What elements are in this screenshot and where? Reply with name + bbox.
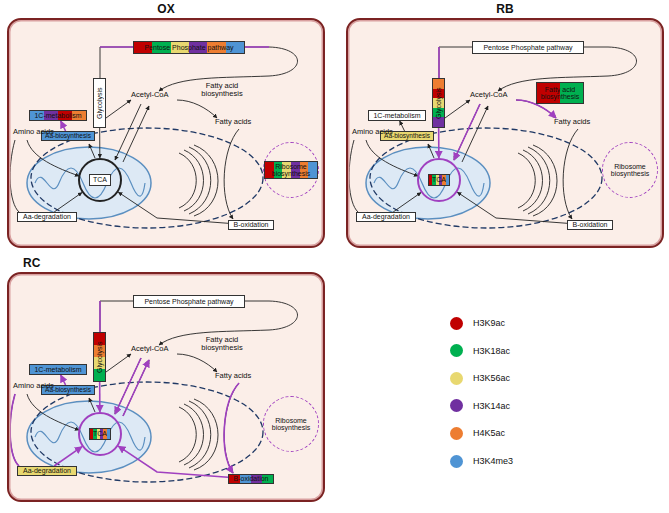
flux-arrow xyxy=(438,128,440,158)
metabolite-label: Acetyl-CoA xyxy=(131,345,181,353)
pathway-name: 1C-metabolism xyxy=(369,111,425,120)
metabolite-label: Amino acids xyxy=(13,382,63,390)
pathway-box: B-oxidation xyxy=(567,220,613,230)
pathway-name: Aa-degradation xyxy=(357,213,415,221)
pathway-name: 1C-metabolism xyxy=(30,365,86,374)
panel-illustration xyxy=(7,18,325,248)
pathway-name: Ribosome biosynthesis xyxy=(264,416,318,433)
pathway-box: 1C-metabolism xyxy=(368,110,426,121)
pathway-box: Glycolysis xyxy=(93,332,106,382)
cell-panel: RBPentose Phosphate pathwayGlycolysis1C-… xyxy=(346,18,664,248)
panel-title: RB xyxy=(348,2,662,16)
legend-row: H3K4me3 xyxy=(450,454,513,468)
ribosome-circle: Ribosome biosynthesis xyxy=(602,142,658,198)
panel-title: OX xyxy=(9,2,323,16)
highlight-lines xyxy=(10,301,239,473)
pathway-name: Ribosome biosynthesis xyxy=(264,161,318,180)
legend-swatch xyxy=(450,317,463,330)
metabolite-label: Fatty acid biosynthesis xyxy=(199,336,245,353)
pathway-name: Glycolysis xyxy=(94,333,105,381)
flux-arrow xyxy=(54,447,82,466)
flux-arrow xyxy=(400,121,405,131)
pathway-name: Aa-degradation xyxy=(18,467,76,475)
panel-illustration xyxy=(7,272,325,502)
ribosome-circle: Ribosome biosynthesis xyxy=(263,396,319,452)
metabolite-label: Fatty acids xyxy=(215,372,261,380)
pathway-box: B-oxidation xyxy=(228,220,274,230)
pathway-name: Glycolysis xyxy=(94,79,105,127)
cell-panel: OXPentose Phosphate pathwayGlycolysis1C-… xyxy=(7,18,325,248)
pathway-box: Pentose Phosphate pathway xyxy=(133,295,245,308)
panel-title: RC xyxy=(23,256,40,270)
legend-row: H3K9ac xyxy=(450,316,505,330)
pathway-box: Pentose Phosphate pathway xyxy=(472,41,584,54)
metabolite-label: Amino acids xyxy=(13,128,63,136)
metabolite-label: Fatty acids xyxy=(554,118,600,126)
flux-arrow xyxy=(61,375,66,385)
pathway-box: Glycolysis xyxy=(432,78,445,128)
legend-swatch xyxy=(450,372,463,385)
legend-row: H4K5ac xyxy=(450,426,505,440)
pathway-name: Fatty acid biosynthesis xyxy=(537,83,583,103)
legend-swatch xyxy=(450,399,463,412)
legend-text: H4K5ac xyxy=(473,428,505,438)
pathway-name: TCA xyxy=(428,174,450,185)
pathway-box: Glycolysis xyxy=(93,78,106,128)
flux-arrow xyxy=(457,192,567,223)
metabolite-label: Acetyl-CoA xyxy=(470,91,520,99)
pathway-box: 1C-metabolism xyxy=(29,110,87,121)
pathway-name: B-oxidation xyxy=(229,221,273,229)
pathway-box: Fatty acid biosynthesis xyxy=(536,82,584,104)
legend-row: H3K18ac xyxy=(450,344,510,358)
flux-arrow xyxy=(61,121,66,131)
pathway-box: Pentose Phosphate pathway xyxy=(133,41,245,54)
ribosome-circle: Ribosome biosynthesis xyxy=(263,142,319,198)
pathway-box: Aa-degradation xyxy=(17,466,77,476)
pathway-name: B-oxidation xyxy=(568,221,612,229)
legend-row: H3K56ac xyxy=(450,371,510,385)
pathway-name: TCA xyxy=(89,428,111,439)
flux-arrow xyxy=(99,382,101,412)
metabolite-label: Amino acids xyxy=(352,128,402,136)
flux-arrow xyxy=(54,193,82,212)
metabolite-label: Acetyl-CoA xyxy=(131,91,181,99)
legend-text: H3K14ac xyxy=(473,401,510,411)
flux-arrow xyxy=(393,193,421,212)
pathway-name: Aa-degradation xyxy=(18,213,76,221)
legend-row: H3K14ac xyxy=(450,399,510,413)
panel-illustration xyxy=(346,18,664,248)
pathway-name: Ribosome biosynthesis xyxy=(603,162,657,179)
legend-text: H3K9ac xyxy=(473,318,505,328)
pathway-name: B-oxidation xyxy=(229,475,273,483)
legend-swatch xyxy=(450,427,463,440)
tca-cycle: TCA xyxy=(78,158,122,202)
flux-arrow xyxy=(99,128,100,158)
flux-arrow xyxy=(118,446,228,477)
metabolite-label: Fatty acid biosynthesis xyxy=(199,82,245,99)
pathway-name: 1C-metabolism xyxy=(30,111,86,120)
pathway-name: Pentose Phosphate pathway xyxy=(473,42,583,53)
legend-text: H3K56ac xyxy=(473,373,510,383)
tca-cycle: TCA xyxy=(417,158,461,202)
pathway-name: Glycolysis xyxy=(433,79,444,127)
legend-swatch xyxy=(450,344,463,357)
pathway-box: Aa-degradation xyxy=(356,212,416,222)
legend-text: H3K18ac xyxy=(473,346,510,356)
pathway-box: B-oxidation xyxy=(228,474,274,484)
pathway-name: TCA xyxy=(89,174,111,185)
legend-swatch xyxy=(450,455,463,468)
pathway-name: Pentose Phosphate pathway xyxy=(134,296,244,307)
metabolite-label: Fatty acids xyxy=(215,118,261,126)
legend-text: H3K4me3 xyxy=(473,456,513,466)
cell-panel: RCPentose Phosphate pathwayGlycolysis1C-… xyxy=(7,272,325,502)
pathway-box: Aa-degradation xyxy=(17,212,77,222)
tca-cycle: TCA xyxy=(78,412,122,456)
flux-arrow xyxy=(118,192,228,223)
pathway-name: Pentose Phosphate pathway xyxy=(134,42,244,53)
pathway-box: 1C-metabolism xyxy=(29,364,87,375)
